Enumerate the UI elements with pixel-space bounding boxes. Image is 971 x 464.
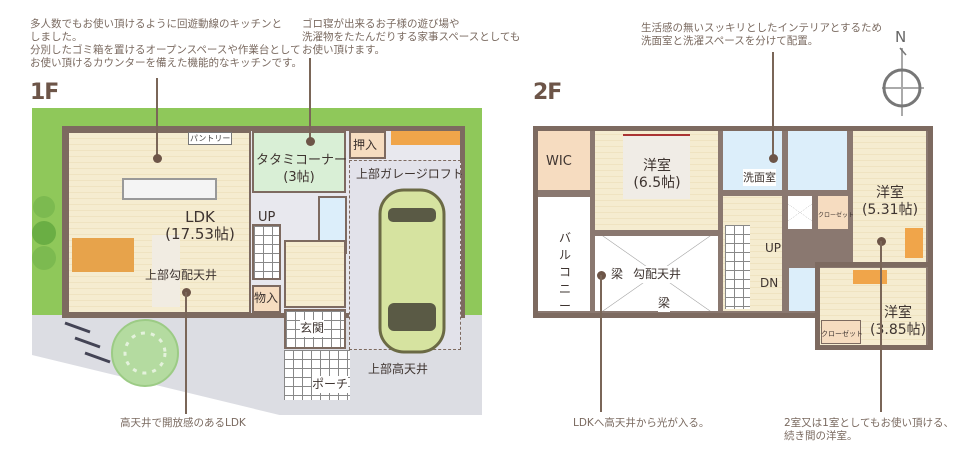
sofa	[152, 235, 180, 307]
room-6-5-label: 洋室 (6.5帖)	[633, 158, 681, 191]
2f-up-label: UP	[765, 241, 782, 255]
desk-2	[853, 270, 887, 284]
storage-room	[252, 285, 281, 313]
leader-washroom	[772, 52, 774, 158]
desk-1	[905, 228, 923, 258]
leader-kitchen	[156, 78, 158, 158]
floor-label-1f: 1F	[30, 80, 59, 105]
ldk-ceiling-note: 高天井で開放感のあるLDK	[120, 417, 246, 429]
room-5-31-label: 洋室 (5.31帖)	[861, 185, 919, 218]
closet-1-label: クローゼット	[818, 212, 855, 219]
leader-void	[600, 275, 602, 412]
washroom-label: 洗面室	[743, 169, 776, 186]
dot-washroom	[768, 153, 778, 163]
genkan-label: 玄関	[300, 320, 325, 337]
balcony-label: バルコニー	[558, 231, 571, 313]
kitchen-counter	[122, 178, 217, 200]
car-icon	[378, 188, 446, 354]
closet-2	[821, 320, 861, 344]
ldk-label: LDK (17.53帖)	[165, 208, 235, 243]
storage-label: 物入	[254, 291, 279, 305]
oshiire	[349, 131, 386, 159]
garage-loft-label: 上部ガレージロフト	[356, 167, 464, 181]
1f-stairs	[252, 224, 281, 280]
tree-icons	[32, 196, 56, 270]
bicycle-icons	[64, 321, 111, 364]
kitchen-note: 多人数でもお使い頂けるように回遊動線のキッチンと しました。 分別したゴミ箱を置…	[30, 18, 302, 69]
leader-tatami	[309, 58, 311, 140]
void-label: 勾配天井	[633, 266, 682, 283]
bed-1	[623, 134, 690, 199]
compass: N	[878, 28, 928, 118]
leader-bedrooms	[880, 241, 882, 412]
wic-label: WIC	[546, 154, 572, 169]
room-3-85-label: 洋室 (3.85帖)	[870, 305, 927, 338]
balcony	[538, 197, 590, 311]
dot-tatami	[305, 136, 315, 146]
2f-storage	[788, 196, 812, 229]
floor-label-2f: 2F	[533, 80, 562, 105]
void-note: LDKへ高天井から光が入る。	[573, 417, 710, 429]
beam-label-2: 梁	[658, 295, 671, 312]
1f-hall	[284, 240, 346, 308]
2f-dn-label: DN	[760, 276, 779, 290]
compass-icon	[882, 47, 924, 116]
closet-2-label: クローゼット	[821, 330, 863, 338]
bedrooms-note: 2室又は1室としてもお使い頂ける、 続き間の洋室。	[784, 417, 955, 442]
oshiire-label: 押入	[353, 138, 378, 152]
washroom-note: 生活感の無いスッキリとしたインテリアとするため 洗面室と洗濯スペースを分けて配置…	[641, 22, 882, 47]
1f-up-label: UP	[258, 210, 276, 225]
2f-stairs	[725, 225, 750, 309]
wic	[538, 131, 590, 190]
2f-toilet	[789, 268, 815, 311]
compass-north-label: N	[895, 28, 907, 46]
garden-tree-icon	[111, 319, 179, 387]
beam-label-1: 梁	[611, 266, 624, 283]
bathroom	[788, 131, 847, 190]
dot-kitchen	[152, 153, 162, 163]
garage-shelf	[391, 131, 460, 145]
ldk-ceiling-label: 上部勾配天井	[145, 268, 218, 282]
tatami-corner	[252, 131, 346, 193]
tatami-note: ゴロ寝が出来るお子様の遊び場や 洗濯物をたたんだりする家事スペースとしても お使…	[302, 18, 521, 56]
tatami-label: タタミコーナー (3帖)	[256, 153, 348, 185]
closet-1	[818, 196, 848, 229]
porch-label: ポーチ	[312, 376, 349, 393]
leader-ldk	[185, 292, 187, 414]
high-ceiling-label: 上部高天井	[368, 362, 429, 376]
dining-table	[72, 238, 134, 272]
pantry-label: パントリー	[188, 132, 233, 145]
